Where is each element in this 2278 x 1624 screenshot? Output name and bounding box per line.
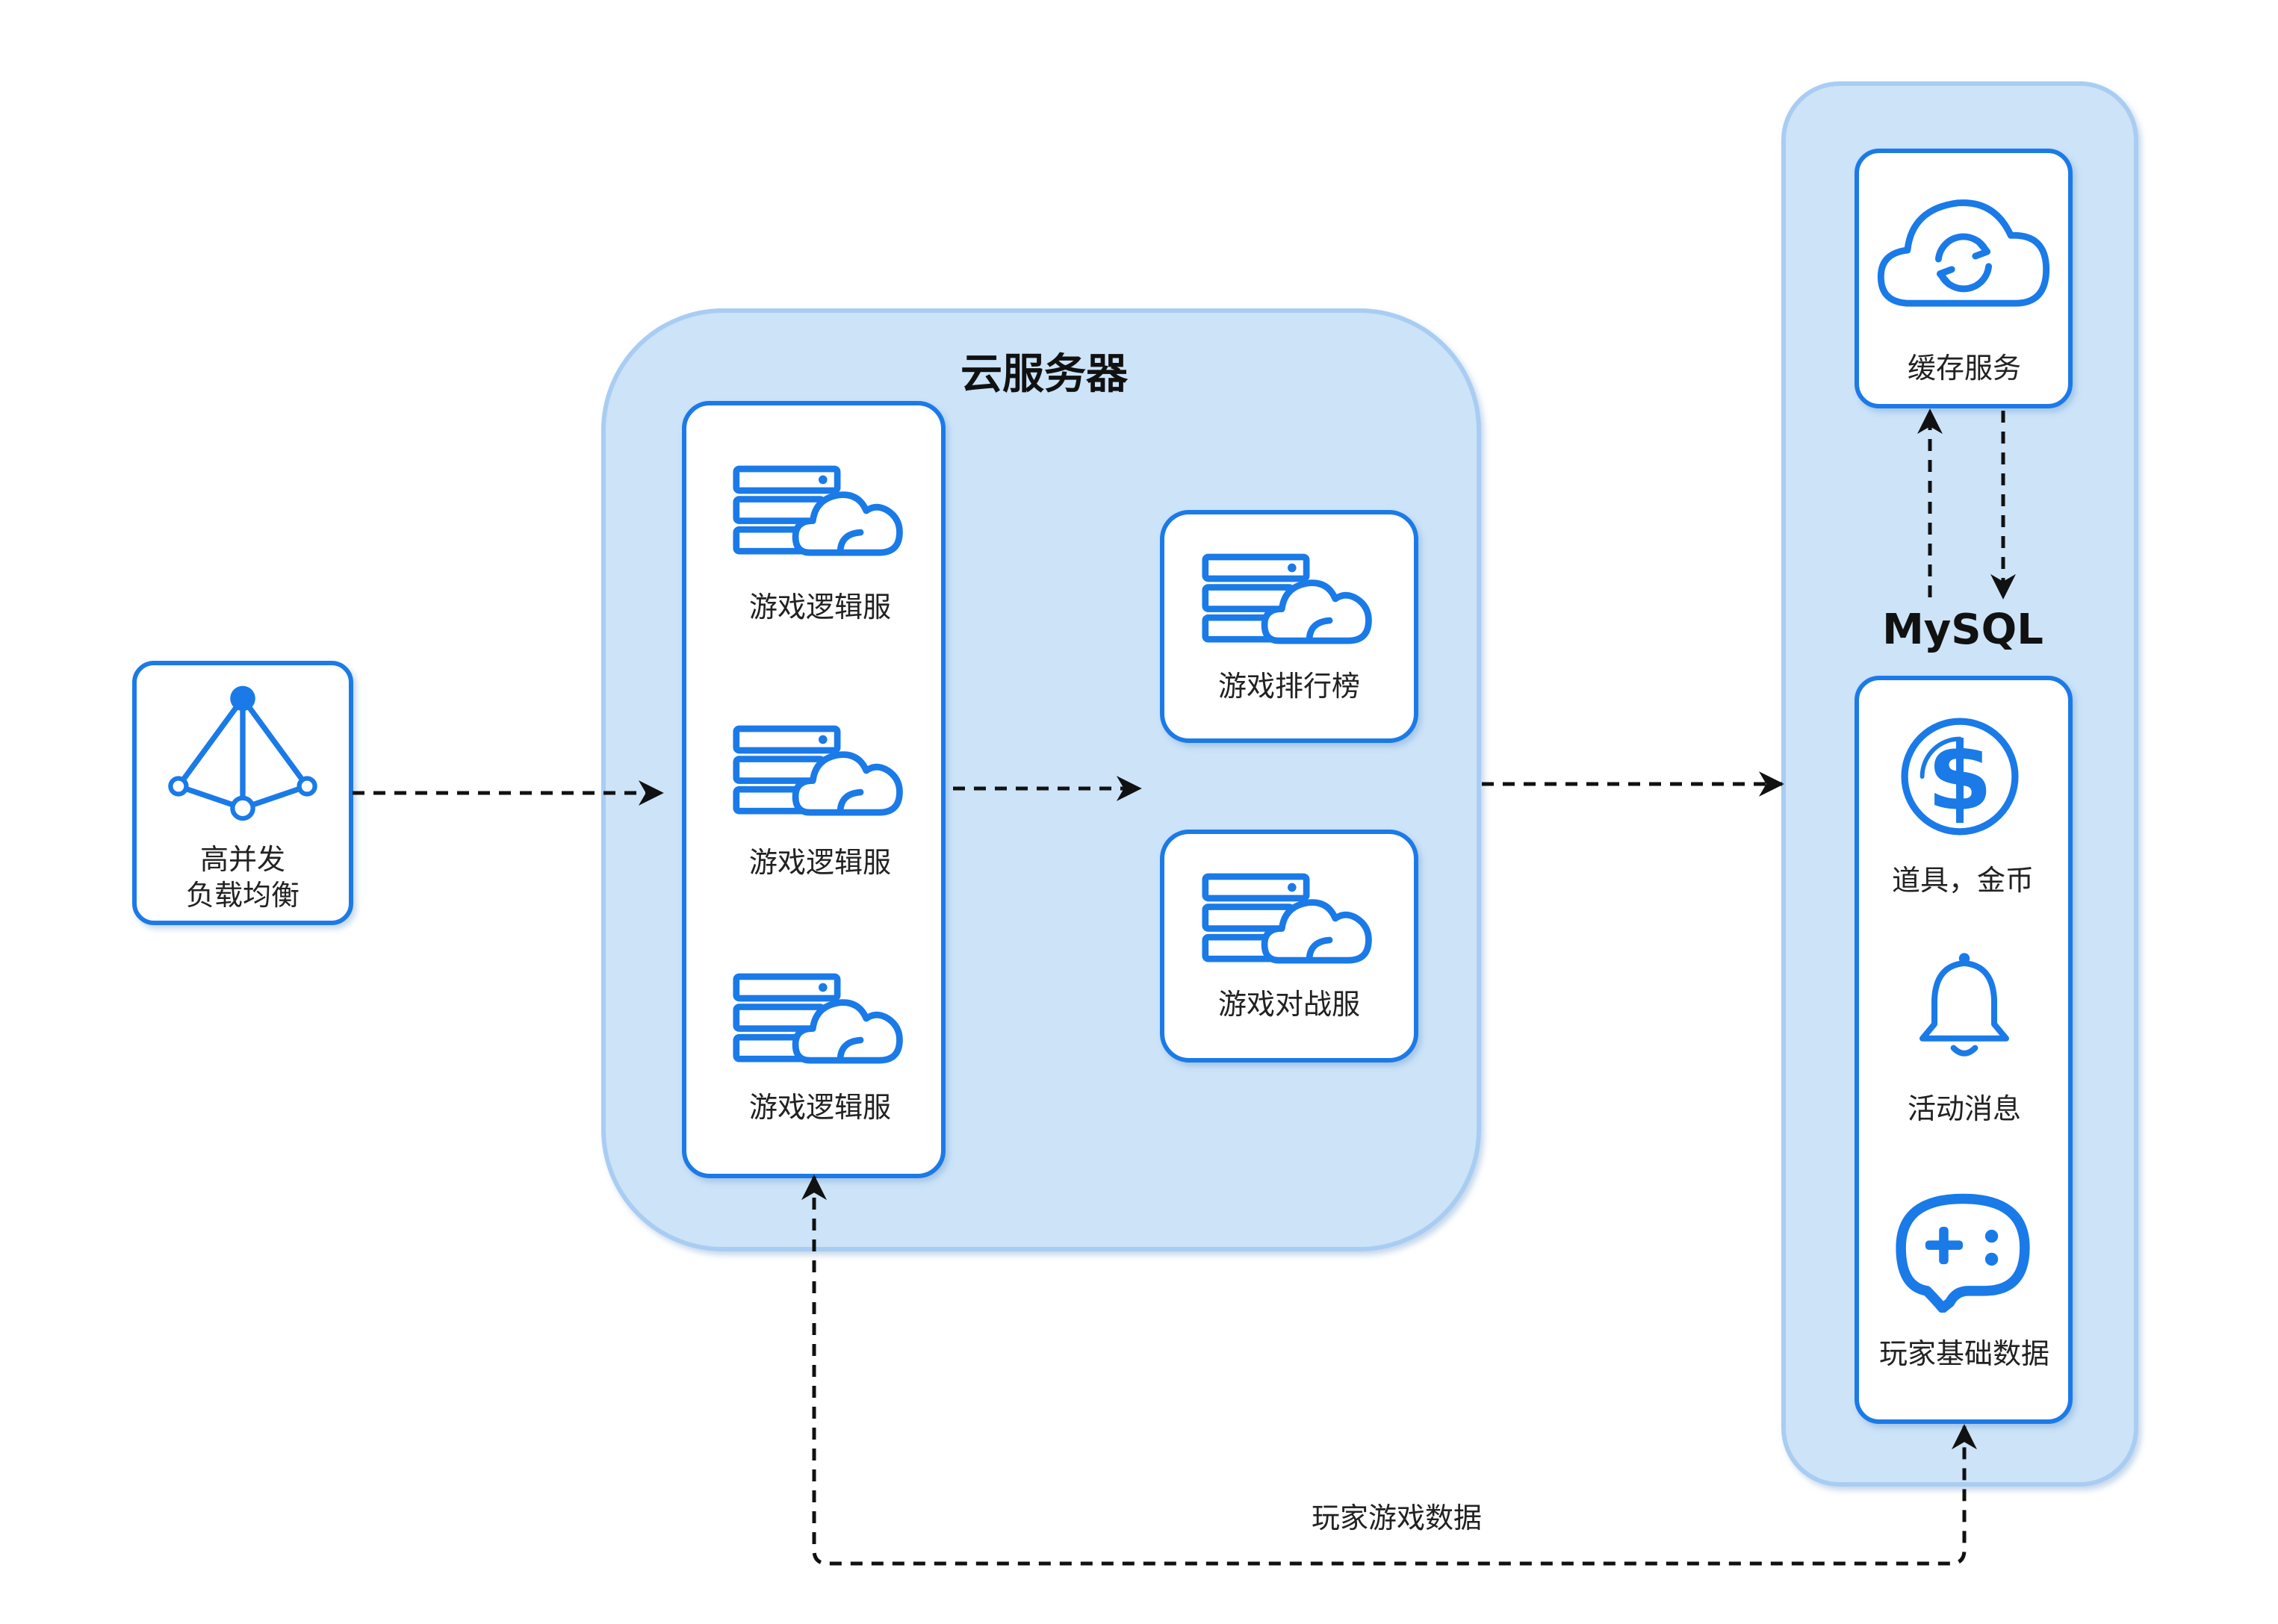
player-data-label: 玩家基础数据	[1879, 1337, 2049, 1370]
battle-server-node[interactable]: 游戏对战服	[1160, 830, 1418, 1063]
cache-node[interactable]: 缓存服务	[1855, 149, 2073, 408]
edge-player-data-loop	[801, 1175, 1977, 1566]
load-balancer-node[interactable]: 高并发 负载均衡	[132, 661, 353, 925]
mysql-item-event-messages[interactable]: 活动消息	[1908, 953, 2021, 1125]
logic-server-label: 游戏逻辑服	[749, 1091, 891, 1124]
items-coins-label: 道具，金币	[1892, 864, 2034, 897]
event-messages-label: 活动消息	[1908, 1092, 2021, 1125]
logic-server-node[interactable]: 游戏逻辑服	[736, 977, 900, 1124]
cloud-server-title: 云服务器	[960, 350, 1129, 399]
logic-server-label: 游戏逻辑服	[749, 846, 891, 879]
load-balancer-label-2: 负载均衡	[186, 879, 300, 912]
leaderboard-label: 游戏排行榜	[1218, 670, 1360, 703]
logic-server-node[interactable]: 游戏逻辑服	[736, 469, 900, 623]
mysql-item-items-coins[interactable]: 道具，金币	[1892, 721, 2034, 897]
edge-bottom-label: 玩家游戏数据	[1312, 1502, 1482, 1534]
mysql-title: MySQL	[1882, 606, 2043, 654]
battle-server-label: 游戏对战服	[1218, 988, 1360, 1021]
cache-label: 缓存服务	[1908, 352, 2021, 385]
leaderboard-node[interactable]: 游戏排行榜	[1160, 510, 1418, 743]
logic-server-label: 游戏逻辑服	[749, 591, 891, 623]
load-balancer-label-1: 高并发	[200, 843, 285, 876]
logic-server-node[interactable]: 游戏逻辑服	[736, 729, 900, 879]
